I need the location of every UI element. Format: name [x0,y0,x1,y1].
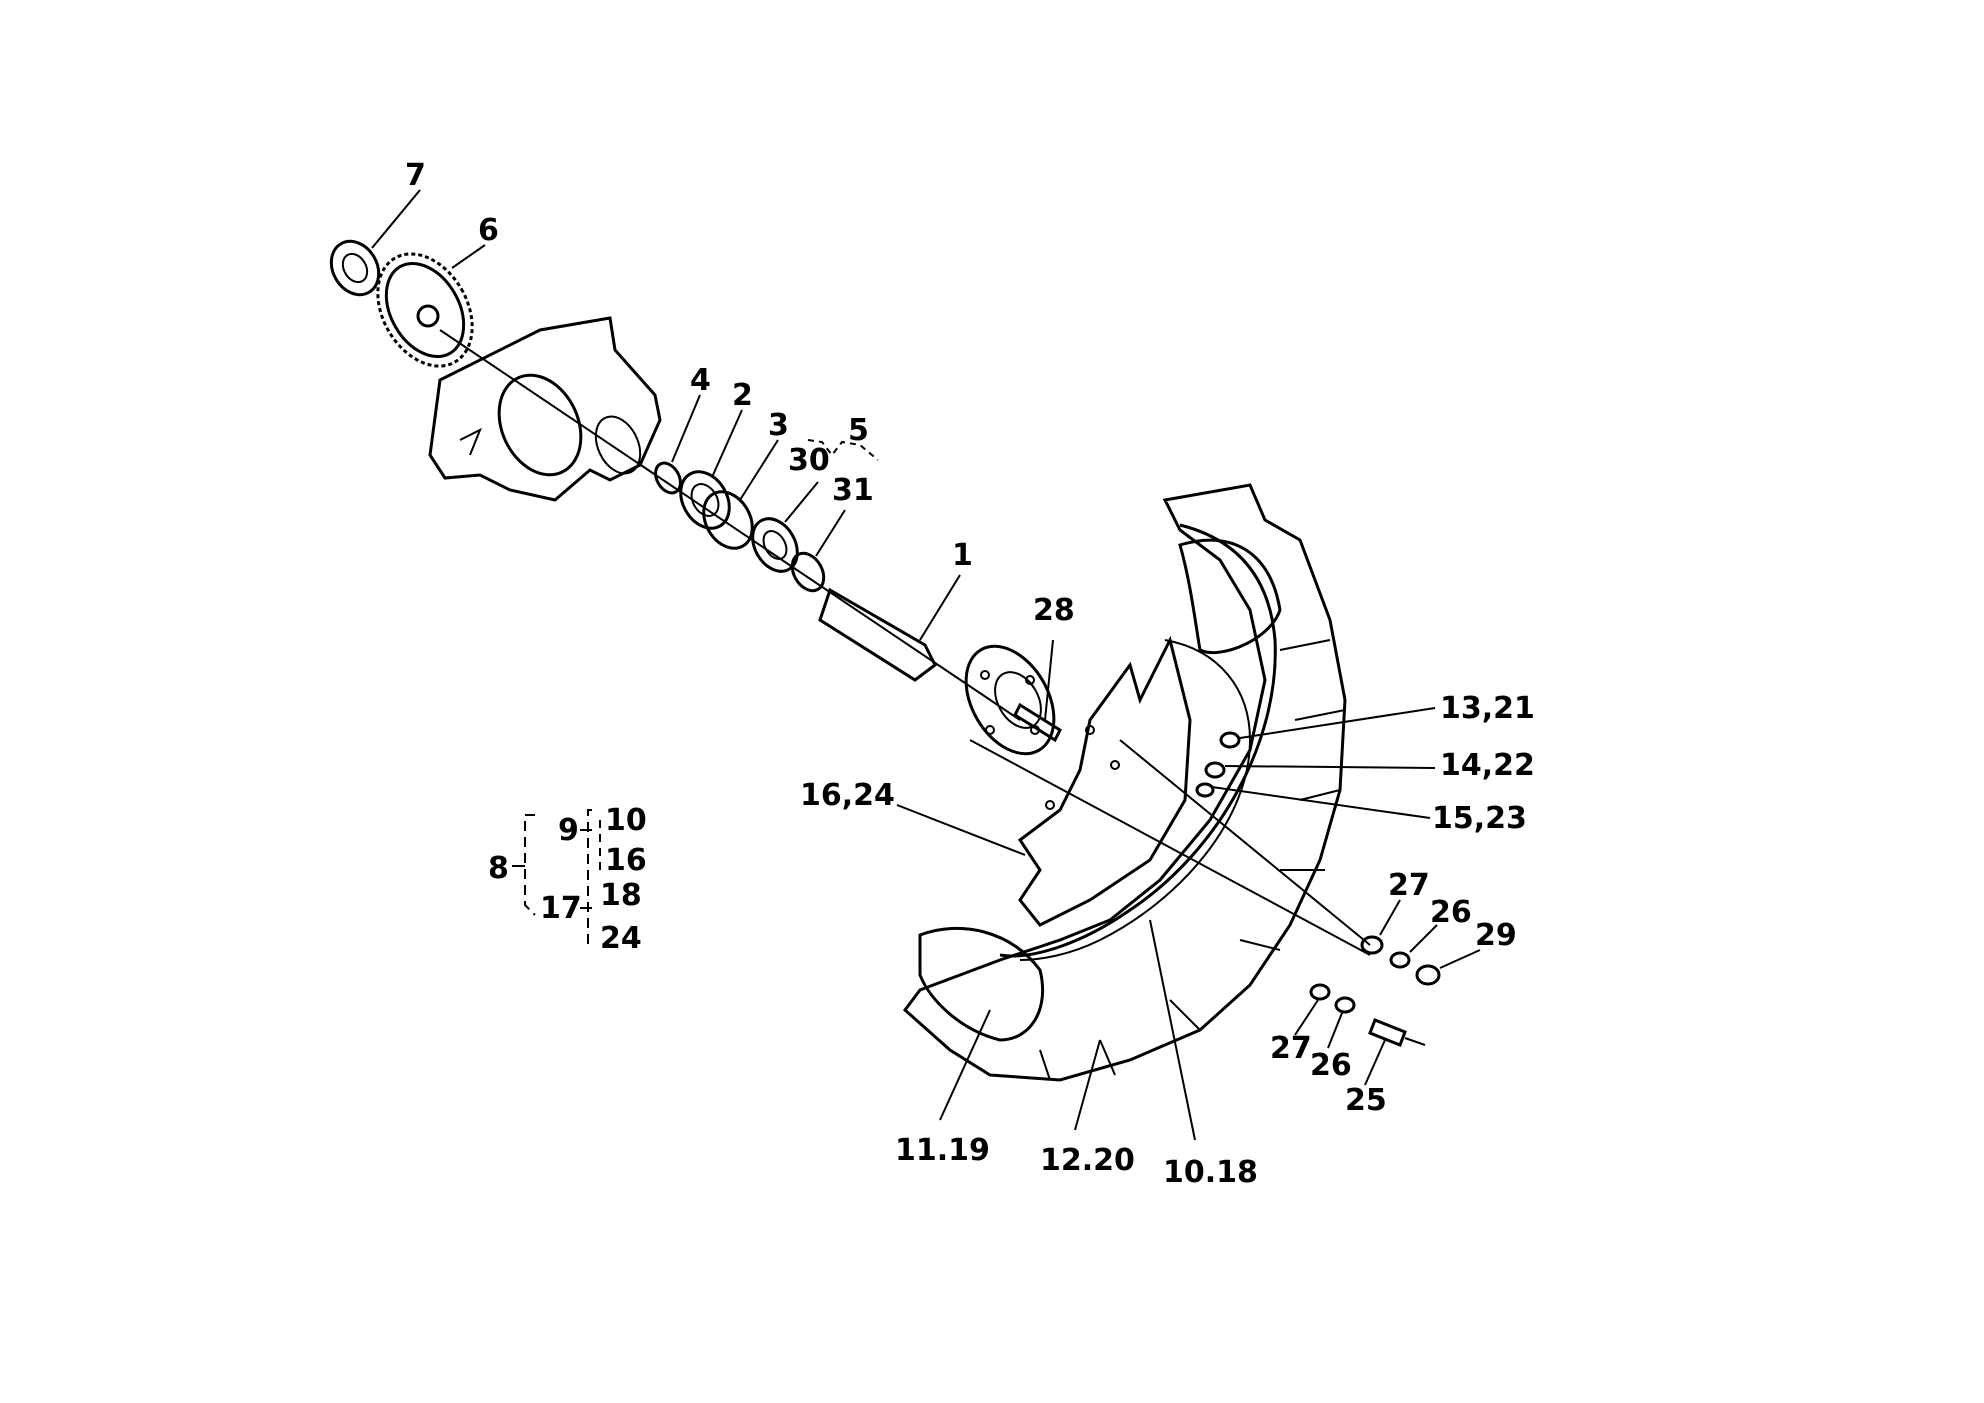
nut-15-23 [1195,782,1215,798]
bearing-30 [751,517,799,573]
label-4: 4 [690,363,711,398]
ring-31 [790,551,826,593]
bolt-25 [1368,1018,1426,1047]
axis-line [439,329,1021,721]
label-24: 24 [600,921,642,956]
label-31: 31 [832,473,874,508]
nut-29 [1415,964,1441,986]
label-10-18: 10.18 [1163,1155,1258,1190]
label-28: 28 [1033,593,1075,628]
label-10: 10 [605,803,647,838]
label-1: 1 [952,538,973,573]
axis-line-upper [1119,739,1371,946]
seal-ring-4 [654,461,682,495]
washer-27b [1309,983,1331,1001]
bracket-5 [807,439,879,461]
label-14-22: 14,22 [1440,748,1535,783]
label-9: 9 [558,813,579,848]
group-bracket [512,809,601,950]
label-26-upper: 26 [1430,895,1472,930]
label-18: 18 [600,878,642,913]
housing [428,316,662,502]
bearing-7 [329,239,381,297]
lockwasher-26b [1334,996,1356,1014]
label-29: 29 [1475,918,1517,953]
label-30: 30 [788,443,830,478]
stud-28 [1013,702,1062,743]
washer-14-22 [1204,761,1226,779]
label-25: 25 [1345,1083,1387,1118]
label-27-upper: 27 [1388,868,1430,903]
label-3: 3 [768,408,789,443]
cage-wheel [902,483,1347,1082]
gear-6 [376,252,474,368]
leader-lines [371,189,1481,1141]
washer-27a [1360,935,1384,955]
label-13-21: 13,21 [1440,691,1535,726]
label-16: 16 [605,843,647,878]
label-15-23: 15,23 [1432,801,1527,836]
label-26-lower: 26 [1310,1048,1352,1083]
bolt-13-21 [1219,731,1241,749]
lockwasher-26a [1389,951,1411,969]
circlip-3 [702,490,754,550]
label-17: 17 [540,891,582,926]
label-27-lower: 27 [1270,1031,1312,1066]
label-5: 5 [848,413,869,448]
label-16-24: 16,24 [800,778,895,813]
label-7: 7 [405,158,426,193]
label-12-20: 12.20 [1040,1143,1135,1178]
label-8: 8 [488,851,509,886]
label-11-19: 11.19 [895,1133,990,1168]
label-2: 2 [732,378,753,413]
axis-line-lower [969,739,1371,956]
label-6: 6 [478,213,499,248]
